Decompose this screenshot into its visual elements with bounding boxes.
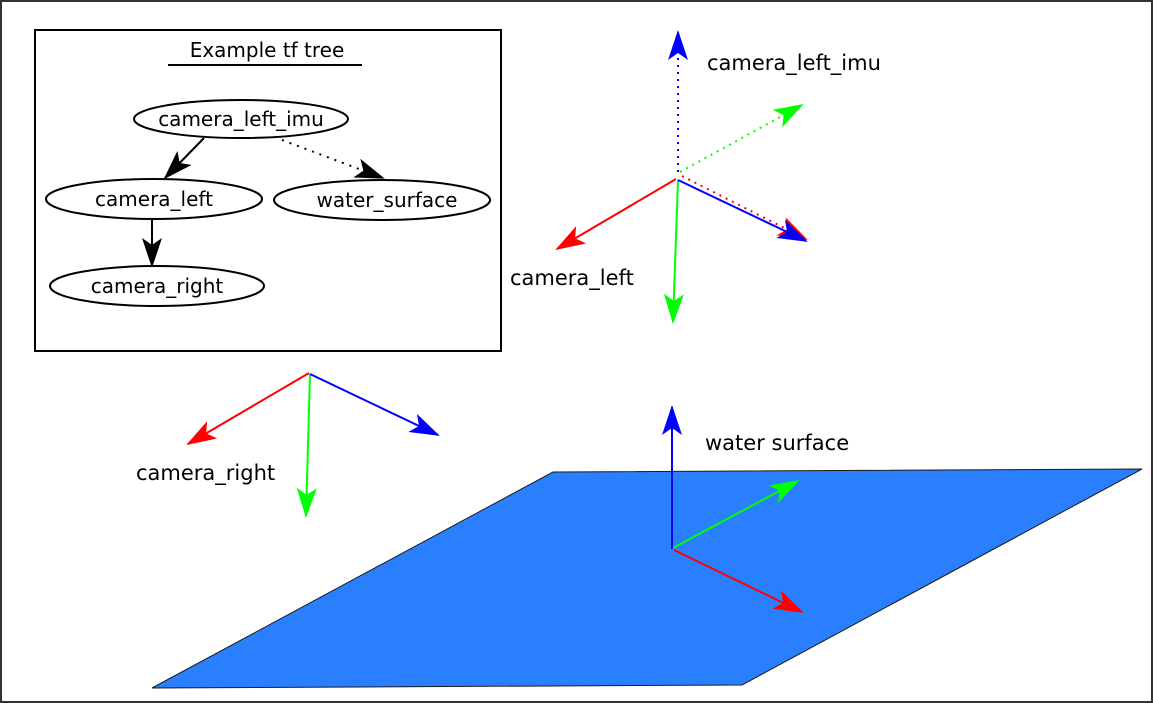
left-y-axis xyxy=(663,179,684,324)
node-camera-left: camera_left xyxy=(45,178,263,220)
node-water-surface: water_surface xyxy=(273,179,491,221)
water-plane xyxy=(151,468,1143,689)
node-camera-left-imu-label: camera_left_imu xyxy=(158,107,324,131)
label-camera-left-imu: camera_left_imu xyxy=(707,51,881,76)
node-camera-right: camera_right xyxy=(49,265,265,307)
edge-imu-to-water xyxy=(281,139,385,179)
tf-tree-box xyxy=(34,29,502,352)
node-camera-left-imu: camera_left_imu xyxy=(133,99,349,139)
node-camera-right-label: camera_right xyxy=(91,274,224,298)
right-x-axis xyxy=(186,372,310,446)
tf-tree-title: Example tf tree xyxy=(190,38,345,62)
frame-camera-left-imu: camera_left_imu xyxy=(668,30,881,240)
right-y-axis xyxy=(296,373,317,518)
frame-water-surface: water surface xyxy=(662,405,849,613)
left-z-axis xyxy=(677,179,808,242)
node-water-surface-label: water_surface xyxy=(317,188,458,212)
label-camera-right: camera_right xyxy=(136,461,275,486)
edge-imu-to-left xyxy=(163,137,205,180)
frame-camera-right: camera_right xyxy=(136,372,440,518)
right-z-axis xyxy=(309,373,440,436)
water-y-axis xyxy=(672,480,800,549)
frame-camera-left: camera_left xyxy=(510,178,808,324)
label-camera-left: camera_left xyxy=(510,266,634,291)
node-camera-left-label: camera_left xyxy=(95,187,213,211)
label-water-surface: water surface xyxy=(705,431,849,455)
left-x-axis xyxy=(555,178,677,251)
tf-tree-panel: Example tf tree camera_left_imu camera_l… xyxy=(34,29,502,352)
water-x-axis xyxy=(673,549,804,613)
